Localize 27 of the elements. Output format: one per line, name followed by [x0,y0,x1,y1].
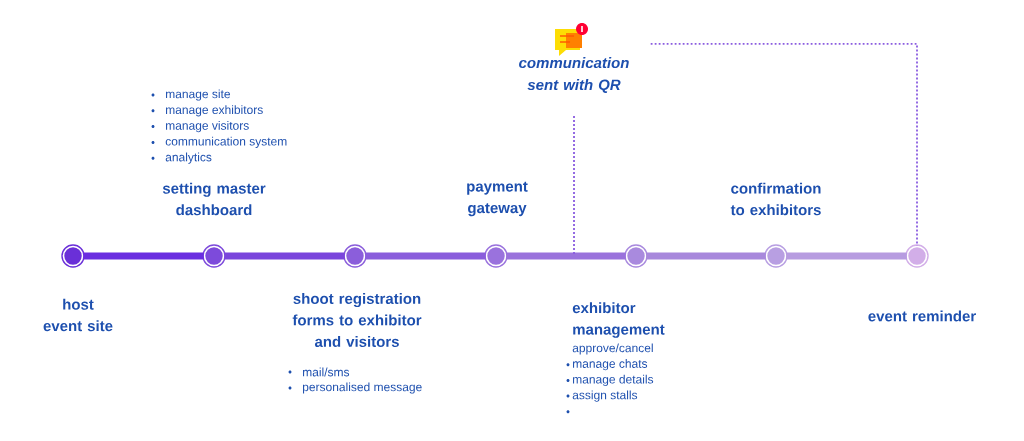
list-item: communication system [151,136,287,148]
step-title: host event site [43,298,113,332]
timeline-dot [343,244,367,268]
timeline-dot [764,244,788,268]
timeline-dot [61,244,85,268]
timeline-dot [202,244,226,268]
step-title: setting master dashboard [162,182,266,216]
list-item: personalised message [288,382,422,394]
list-item: mail/sms [288,367,350,377]
list-item: assign stalls [566,390,638,402]
list-item: manage details [566,374,654,386]
step-title: event reminder [868,310,976,322]
list-item: analytics [151,152,212,164]
step-title: exhibitor management [572,302,665,338]
dotted-connector [573,115,575,257]
list-item: manage site [151,89,231,101]
list-item: manage exhibitors [151,105,263,117]
timeline-dot [484,244,508,268]
step-title: shoot registration forms to exhibitor and visitors [292,293,422,347]
caption-text: communication sent with QR [519,57,629,93]
timeline-dot [905,244,929,268]
step-title: confirmation to exhibitors [730,182,821,216]
step-title: payment gateway [467,181,528,217]
list-item: manage visitors [151,121,249,133]
list-item: manage chats [566,359,648,371]
list-item: approve/cancel [572,343,653,355]
timeline-dot [624,244,648,268]
